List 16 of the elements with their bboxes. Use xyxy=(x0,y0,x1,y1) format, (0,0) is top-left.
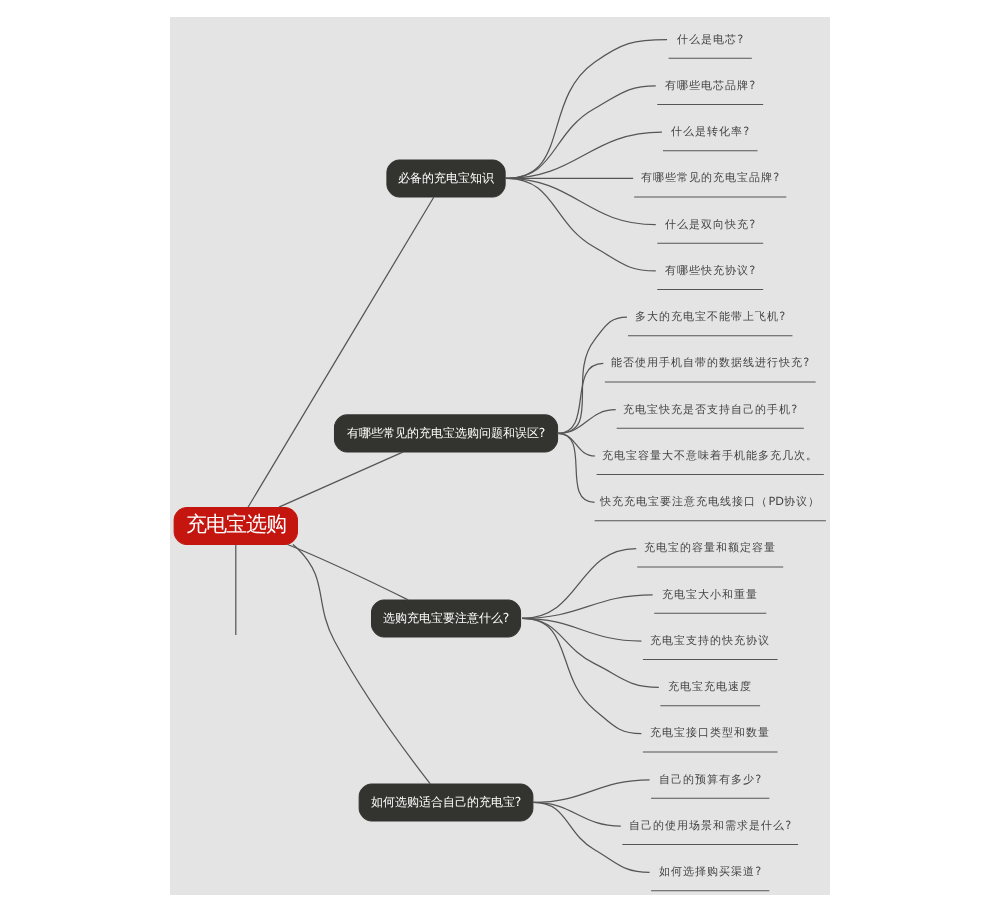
connector xyxy=(521,617,642,735)
connector xyxy=(556,409,617,434)
connector xyxy=(505,85,657,180)
connector xyxy=(286,543,409,601)
connector xyxy=(556,432,596,503)
connector xyxy=(505,177,657,272)
connector xyxy=(556,362,604,434)
connector xyxy=(505,39,668,180)
connector xyxy=(521,547,637,620)
node-box: 充电宝选购 xyxy=(173,506,298,545)
connector xyxy=(247,196,435,508)
connector xyxy=(292,543,431,785)
connector xyxy=(556,316,628,434)
connector xyxy=(235,544,237,636)
connector xyxy=(532,801,651,873)
connector xyxy=(278,451,404,508)
